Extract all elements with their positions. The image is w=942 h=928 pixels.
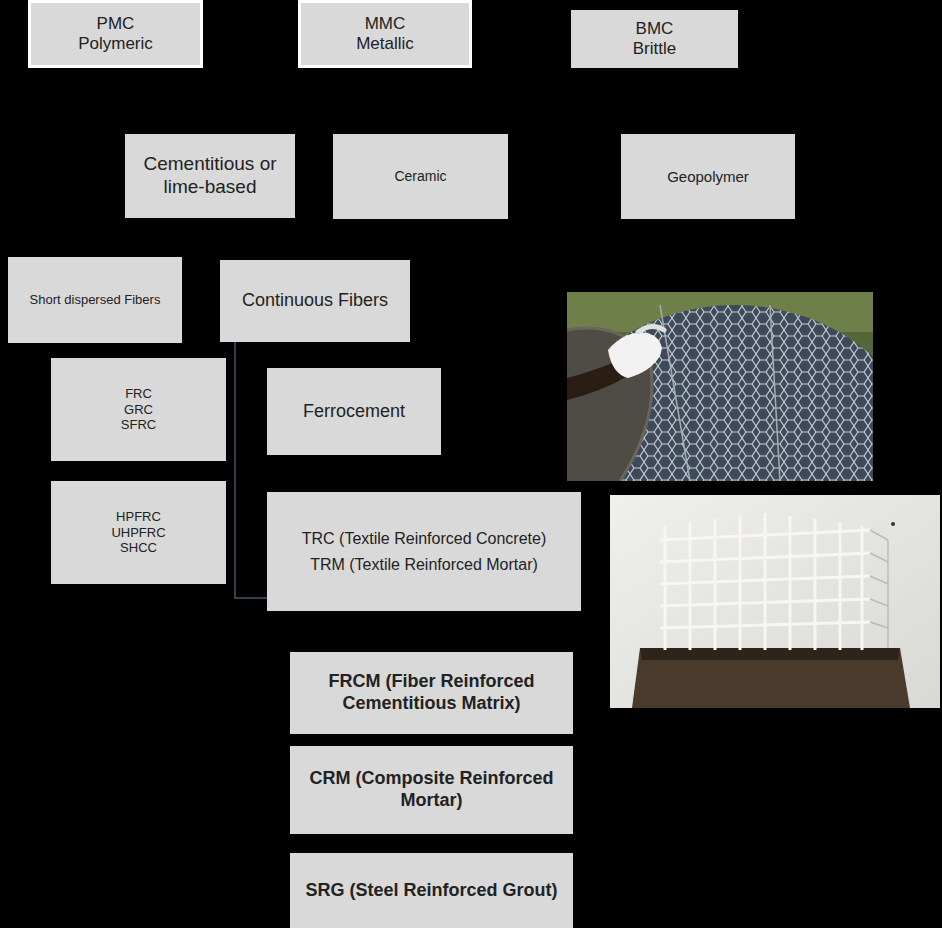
- material-box: SRG (Steel Reinforced Grout): [290, 853, 573, 928]
- box-label: Polymeric: [78, 34, 153, 54]
- box-label: FRC: [125, 386, 152, 402]
- box-label: TRC (Textile Reinforced Concrete): [302, 529, 547, 548]
- matrix-class-box: MMCMetallic: [298, 0, 472, 68]
- matrix-class-box: PMCPolymeric: [28, 0, 203, 68]
- box-label: MMC: [365, 14, 406, 34]
- box-label: Brittle: [633, 39, 676, 59]
- material-box: FRCM (Fiber Reinforced Cementitious Matr…: [290, 652, 573, 734]
- box-label: GRC: [124, 402, 153, 418]
- box-label: CRM (Composite Reinforced Mortar): [297, 768, 566, 811]
- material-box: CRM (Composite Reinforced Mortar): [290, 746, 573, 834]
- box-label: Short dispersed Fibers: [30, 292, 161, 308]
- box-label: TRM (Textile Reinforced Mortar): [310, 555, 538, 574]
- fiber-type-box: Short dispersed Fibers: [8, 257, 182, 343]
- box-label: Metallic: [356, 34, 414, 54]
- box-label: SHCC: [120, 540, 157, 556]
- matrix-type-box: Cementitious or lime-based: [125, 134, 295, 218]
- textile-grid-photo: [610, 495, 940, 708]
- material-box: Ferrocement: [267, 368, 441, 455]
- material-box: TRC (Textile Reinforced Concrete) TRM (Te…: [267, 492, 581, 611]
- box-label: PMC: [97, 14, 135, 34]
- matrix-class-box: BMCBrittle: [571, 10, 738, 68]
- box-label: Continuous Fibers: [242, 290, 388, 312]
- box-label: BMC: [636, 19, 674, 39]
- box-label: SRG (Steel Reinforced Grout): [305, 880, 557, 902]
- box-label: Cementitious or lime-based: [132, 153, 288, 199]
- box-label: SFRC: [121, 417, 156, 433]
- bracket-connector: [235, 342, 267, 598]
- matrix-type-box: Ceramic: [333, 134, 508, 219]
- material-list-box: HPFRCUHPFRCSHCC: [51, 481, 226, 584]
- box-label: Geopolymer: [667, 168, 749, 186]
- fiber-type-box: Continuous Fibers: [220, 260, 410, 342]
- material-list-box: FRCGRCSFRC: [51, 358, 226, 461]
- box-label: Ceramic: [394, 168, 446, 185]
- dome-ferrocement-photo: [567, 292, 873, 481]
- box-label: HPFRC: [116, 509, 161, 525]
- matrix-type-box: Geopolymer: [621, 134, 795, 219]
- box-label: FRCM (Fiber Reinforced Cementitious Matr…: [297, 671, 566, 714]
- box-label: Ferrocement: [303, 401, 405, 423]
- box-label: UHPFRC: [111, 525, 165, 541]
